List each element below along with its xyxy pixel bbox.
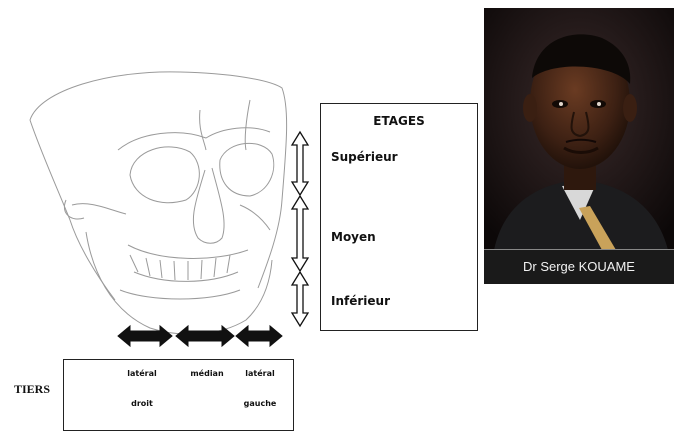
level-superieur: Supérieur [331, 150, 398, 164]
level-inferieur: Inférieur [331, 294, 390, 308]
tiers-label: TIERS [14, 382, 50, 397]
tiers-col2-top: médian [179, 369, 235, 378]
tiers-col1-top: latéral [114, 369, 170, 378]
arrow-median [176, 326, 234, 346]
arrow-superieur [292, 132, 308, 195]
arrow-inferieur [292, 272, 308, 326]
etages-box: ETAGES Supérieur Moyen Inférieur [320, 103, 478, 331]
arrow-lateral-droit [118, 326, 172, 346]
portrait-photo: Dr Serge KOUAME [484, 8, 674, 284]
tiers-box: latéral droit médian latéral gauche [63, 359, 294, 431]
portrait-image [484, 8, 674, 250]
tiers-col3-top: latéral [232, 369, 288, 378]
level-moyen: Moyen [331, 230, 376, 244]
arrow-moyen [292, 196, 308, 271]
portrait-caption: Dr Serge KOUAME [484, 249, 674, 284]
tiers-col3-bottom: gauche [232, 399, 288, 408]
arrow-lateral-gauche [236, 326, 282, 346]
etages-title: ETAGES [321, 114, 477, 128]
tiers-col1-bottom: droit [114, 399, 170, 408]
